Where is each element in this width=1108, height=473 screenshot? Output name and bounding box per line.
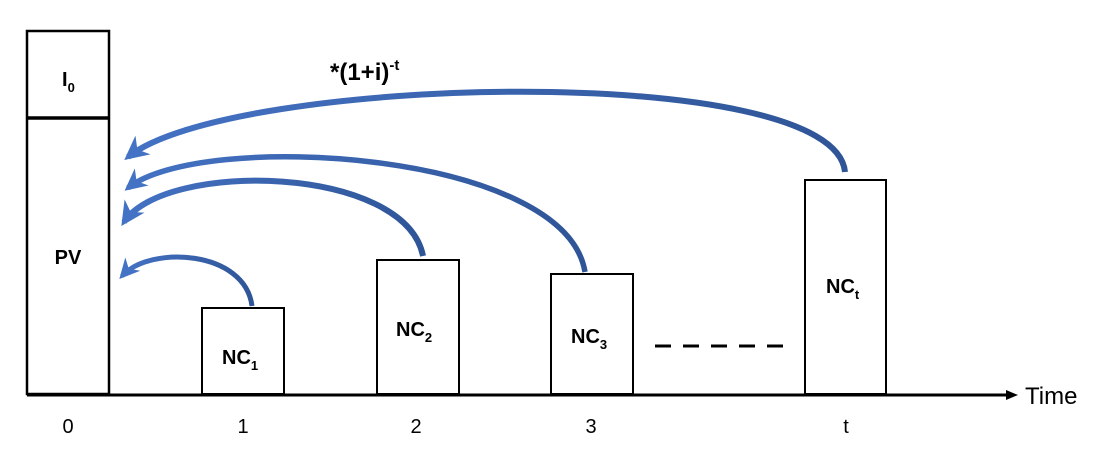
axis-arrowhead-icon bbox=[1006, 390, 1018, 400]
cash-flow-1: NC1 bbox=[201, 307, 285, 395]
cash-flow-3: NC3 bbox=[550, 273, 634, 395]
discount-arrow-1 bbox=[119, 254, 255, 307]
cash-flow-2: NC2 bbox=[376, 259, 460, 395]
discount-formula: *(1+i)-t bbox=[330, 57, 399, 86]
discount-arrow-2 bbox=[121, 177, 426, 257]
tick-label: 0 bbox=[62, 416, 73, 438]
discount-arrows bbox=[119, 88, 848, 307]
pv-column bbox=[25, 29, 111, 396]
cash-flow-label: NC3 bbox=[571, 326, 607, 352]
cash-flow-label: NC1 bbox=[222, 347, 258, 373]
axis-label: Time bbox=[1025, 383, 1077, 410]
tick-label: 2 bbox=[410, 416, 421, 438]
cash-flow-label: NCt bbox=[826, 276, 860, 302]
discount-arrow-3 bbox=[124, 154, 588, 273]
discount-arrow-t bbox=[124, 88, 848, 173]
tick-label: t bbox=[843, 416, 849, 438]
pv-label: PV bbox=[55, 247, 82, 269]
pv-stack: I0 PV bbox=[25, 29, 111, 396]
tick-label: 3 bbox=[585, 416, 596, 438]
tick-label: 1 bbox=[237, 416, 248, 438]
cash-flow-label: NC2 bbox=[396, 319, 432, 345]
cash-flow-t: NCt bbox=[804, 179, 887, 395]
initial-investment-label: I0 bbox=[62, 69, 75, 95]
time-axis: Time 0 1 2 3 t bbox=[27, 383, 1077, 438]
